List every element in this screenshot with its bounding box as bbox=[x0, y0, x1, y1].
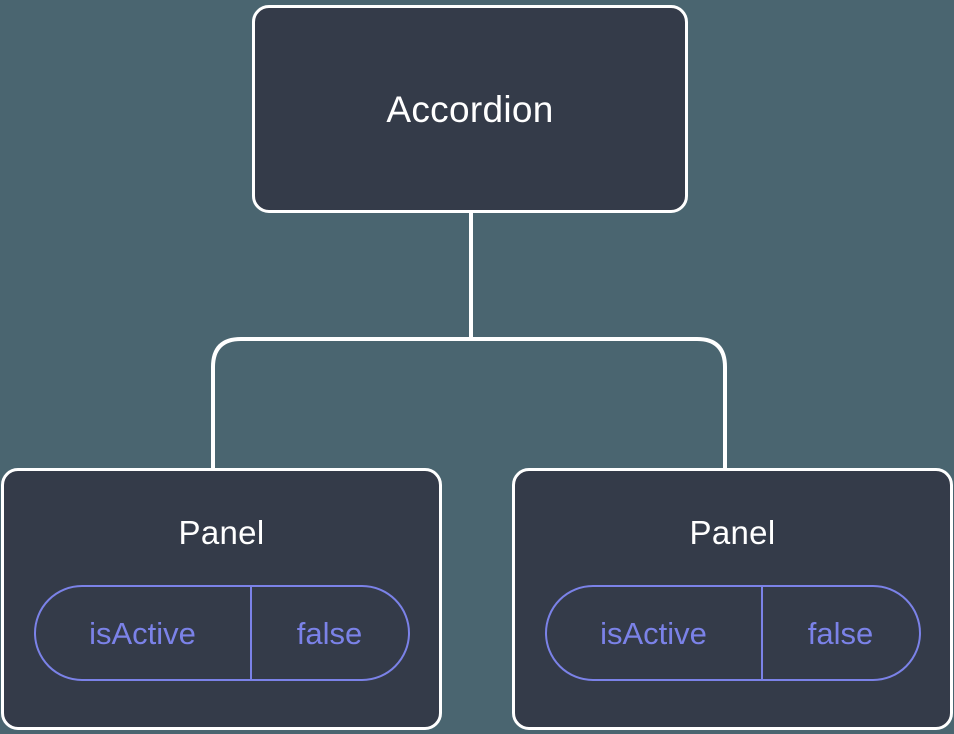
edge-root-to-panel-left bbox=[211, 337, 471, 470]
node-accordion[interactable]: Accordion bbox=[252, 5, 688, 213]
prop-pill-isactive-1[interactable]: isActive false bbox=[33, 585, 410, 681]
prop-value-isactive-1: false bbox=[296, 615, 363, 651]
prop-pill-isactive-2[interactable]: isActive false bbox=[544, 585, 921, 681]
edge-root-to-panel-right bbox=[471, 337, 727, 470]
prop-key-isactive-2: isActive bbox=[547, 587, 763, 679]
prop-key-isactive-1: isActive bbox=[36, 587, 252, 679]
node-accordion-label: Accordion bbox=[386, 88, 554, 130]
node-panel-1-label: Panel bbox=[178, 514, 265, 551]
node-panel-2-label: Panel bbox=[689, 514, 776, 551]
prop-value-isactive-2: false bbox=[807, 615, 874, 651]
node-panel-2[interactable]: Panel isActive false bbox=[512, 468, 953, 730]
node-panel-1[interactable]: Panel isActive false bbox=[1, 468, 442, 730]
